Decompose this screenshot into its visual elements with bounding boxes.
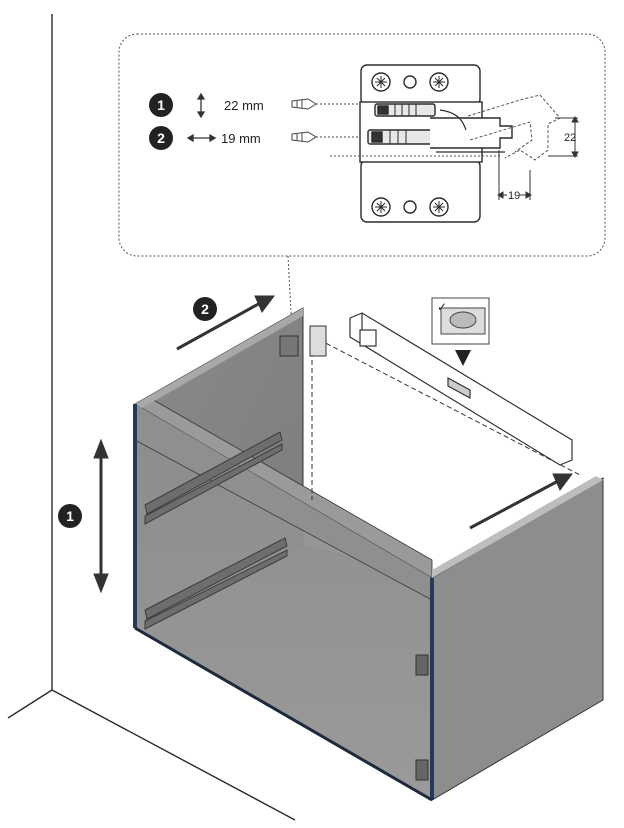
dim-horizontal-label: 19 — [508, 190, 520, 202]
screwdriver-icon — [291, 98, 360, 110]
dimension-lines — [497, 116, 579, 200]
drawer-slide — [144, 431, 288, 630]
horizontal-arrow-icon — [186, 133, 217, 143]
svg-text:2: 2 — [157, 130, 165, 146]
svg-text:2: 2 — [201, 301, 209, 317]
screw-icon — [429, 72, 449, 92]
hanging-bracket-diagram — [330, 64, 561, 223]
cabinet: ✓ — [133, 297, 604, 802]
diagonal-arrow-icon — [469, 473, 573, 530]
svg-text:1: 1 — [66, 508, 74, 524]
wall-lines — [7, 14, 296, 821]
spirit-level — [349, 312, 573, 466]
down-pointer-icon — [455, 350, 471, 366]
check-mark-icon: ✓ — [437, 300, 447, 314]
screw-icon — [371, 197, 391, 217]
step2-main-badge: 2 — [193, 297, 217, 321]
step1-main-badge: 1 — [58, 504, 82, 528]
dim-vertical-label: 22 — [564, 132, 576, 144]
step1-badge: 1 — [149, 93, 173, 117]
step1-adjustment-label: 22 mm — [224, 98, 264, 113]
foot-clip — [415, 654, 429, 781]
level-check-inset: ✓ — [431, 297, 490, 366]
mounting-bracket — [279, 325, 327, 357]
svg-text:1: 1 — [157, 97, 165, 113]
vertical-double-arrow-icon — [93, 438, 109, 594]
detail-callout: 1 22 mm 2 19 mm — [118, 33, 606, 331]
step2-badge: 2 — [149, 126, 173, 150]
step2-adjustment-label: 19 mm — [221, 131, 261, 146]
screw-icon — [371, 72, 391, 92]
diagonal-arrow-icon — [176, 295, 275, 351]
vertical-arrow-icon — [196, 92, 206, 119]
screw-icon — [429, 197, 449, 217]
screwdriver-icon — [291, 131, 370, 143]
